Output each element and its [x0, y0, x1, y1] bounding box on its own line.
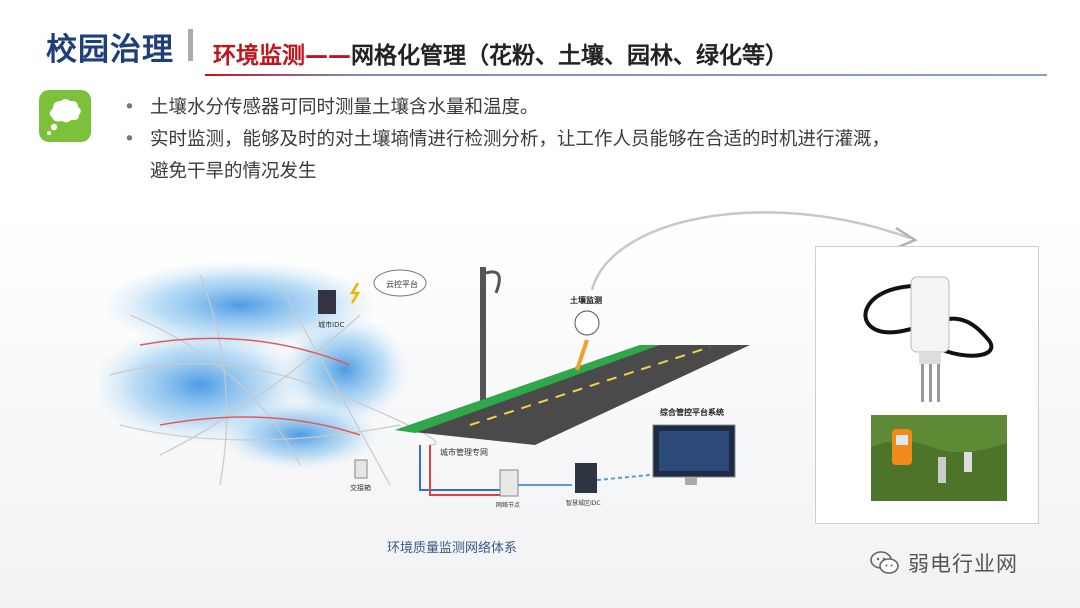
wechat-icon: [870, 551, 899, 574]
power-lines: [139, 337, 361, 436]
cloud-platform: 云控平台: [349, 269, 427, 304]
network-node: 网络节点: [496, 469, 520, 509]
smart-idc: 智慧城区IDC: [566, 463, 601, 507]
page-title: 校园治理: [46, 32, 174, 68]
street-map: [109, 274, 437, 486]
watermark-text: 弱电行业网: [908, 552, 1018, 576]
subtitle-rest: 网格化管理（花粉、土壤、园林、绿化等）: [351, 43, 788, 69]
title-underline: [205, 74, 1047, 76]
field-photo: [871, 415, 1007, 501]
network-node-label: 网络节点: [496, 501, 520, 509]
bullet-item: •实时监测，能够及时的对土壤墒情进行检测分析，让工作人员能够在合适的时机进行灌溉…: [124, 129, 891, 150]
soil-monitor-label: 土壤监测: [570, 295, 602, 305]
smart-idc-label: 智慧城区IDC: [566, 499, 601, 507]
smart-pole: [480, 267, 501, 427]
exchange-box-label: 交接箱: [350, 483, 371, 492]
monitoring-area: [100, 260, 410, 470]
link-line: [596, 474, 651, 481]
network-diagram: 云控平台 城市IDC 土壤监测 城市管理专网: [100, 260, 750, 509]
soil-sensor-image: [863, 276, 994, 402]
bullet-item: •土壤水分传感器可同时测量土壤含水量和温度。: [124, 97, 539, 118]
bullet-text: 土壤水分传感器可同时测量土壤含水量和温度。: [150, 97, 539, 118]
bullet-list: •土壤水分传感器可同时测量土壤含水量和温度。 •实时监测，能够及时的对土壤墒情进…: [124, 92, 890, 188]
city-network: 城市管理专网: [419, 445, 510, 496]
watermark: 弱电行业网: [870, 548, 1018, 578]
speech-bubble-icon: [39, 90, 91, 142]
road: [395, 345, 750, 445]
cloud-label: 云控平台: [386, 279, 418, 289]
bullet-text: 实时监测，能够及时的对土壤墒情进行检测分析，让工作人员能够在合适的时机进行灌溉，: [150, 129, 891, 150]
subtitle-highlight: 环境监测——: [213, 43, 351, 69]
diagram-caption: 环境质量监测网络体系: [387, 541, 518, 556]
platform-label: 综合管控平台系统: [660, 407, 724, 417]
city-network-label: 城市管理专网: [440, 447, 488, 457]
page-subtitle: 环境监测——网格化管理（花粉、土壤、园林、绿化等）: [213, 36, 788, 70]
sensor-photo-panel: [815, 246, 1039, 524]
soil-monitor: 土壤监测: [570, 295, 602, 371]
platform-monitor: 综合管控平台系统: [652, 407, 736, 485]
title-divider: [188, 29, 193, 61]
city-idc-label: 城市IDC: [318, 320, 344, 329]
city-idc: 城市IDC: [318, 290, 344, 329]
exchange-box: 交接箱: [350, 459, 371, 492]
bullet-continuation: 避免干旱的情况发生: [150, 161, 317, 182]
